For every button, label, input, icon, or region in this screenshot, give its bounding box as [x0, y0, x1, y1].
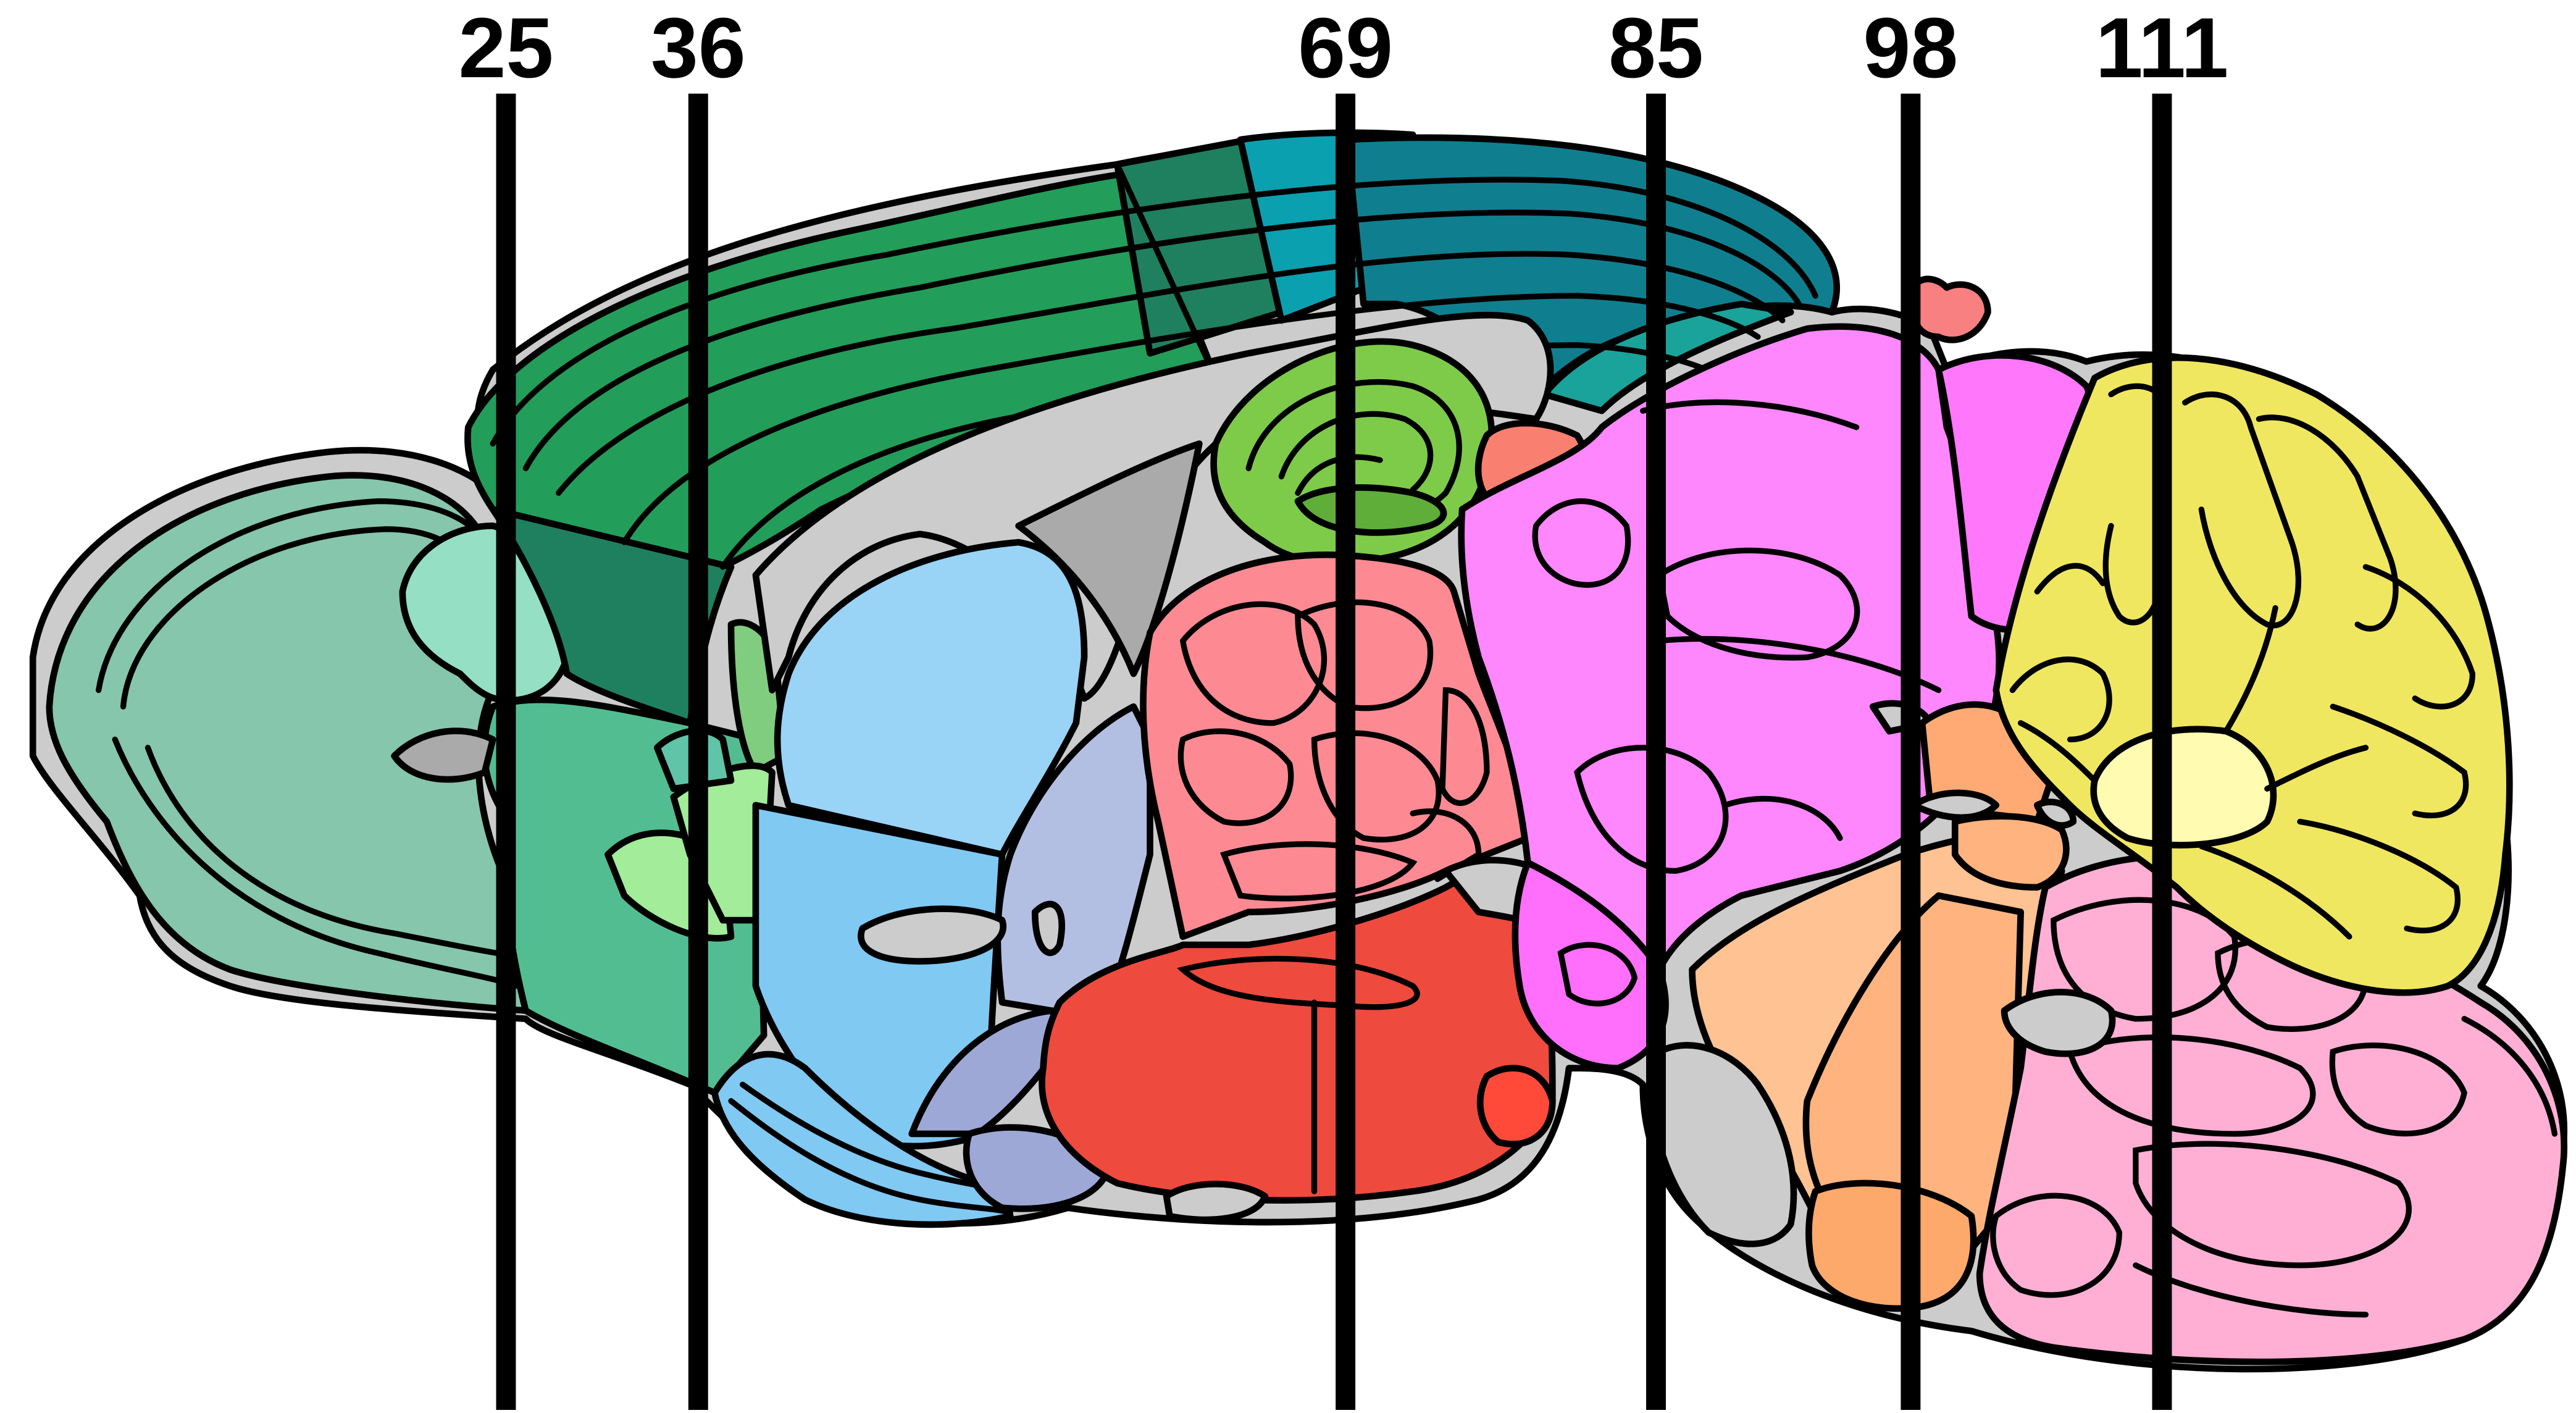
anterior-commissure	[858, 905, 1006, 965]
midbrain-nucleus-5	[1722, 795, 1843, 841]
pineal-body	[1909, 275, 1991, 343]
cerebellum-folium-7	[2198, 843, 2352, 940]
thalamus-nucleus-2	[1295, 599, 1434, 711]
thalamus-nucleus-4	[1311, 730, 1442, 843]
medulla-nucleus-6	[2133, 1141, 2412, 1268]
medulla-nucleus-4	[2329, 1042, 2467, 1137]
cerebellum-folium-6	[2297, 818, 2461, 934]
medulla-nucleus-8	[2461, 1016, 2558, 1137]
cortex-layer-2	[522, 209, 1802, 471]
section-cut-lines	[496, 93, 2172, 1410]
hypothalamus-nucleus-1	[1177, 955, 1420, 1010]
pallidum-ventral	[908, 1007, 1071, 1138]
midbrain-nucleus-2	[1656, 547, 1860, 661]
section-label-85: 85	[1608, 1, 1704, 96]
cerebellum-folium-8	[2009, 656, 2112, 743]
ventricle-small-anterior	[391, 727, 496, 783]
striatum-ventral-lower	[711, 1050, 1014, 1228]
cerebellum-folium-4	[2362, 564, 2476, 710]
mammillary-body	[1477, 1065, 1556, 1147]
section-label-25: 25	[459, 1, 554, 96]
section-label-36: 36	[651, 1, 746, 96]
thalamus-nucleus-7	[1410, 808, 1482, 883]
hippocampus-fold-3	[1295, 454, 1383, 496]
section-label-98: 98	[1863, 1, 1958, 96]
midbrain-nucleus-7	[1557, 942, 1638, 1007]
optic-chiasm	[1163, 1180, 1269, 1223]
midbrain-nucleus-4	[1574, 745, 1729, 874]
hippocampus-fold-2	[1278, 411, 1434, 493]
thalamus-nucleus-5	[1439, 687, 1490, 806]
cerebellum-folium-2	[2182, 392, 2302, 629]
midbrain-nucleus-1	[1532, 498, 1631, 588]
pons-tegmentum	[1951, 813, 2070, 891]
cerebellum-folium-9	[2034, 563, 2106, 595]
pons-fiber-1	[1910, 789, 2000, 821]
lateral-ventricle	[1015, 440, 1203, 677]
olfactory-layer-4	[144, 745, 521, 960]
medulla-nucleus-5	[1990, 1193, 2122, 1298]
ventral-fiber-tract	[1647, 1042, 1797, 1247]
olfactory-layer-3	[112, 736, 521, 989]
cortex-boundary-b	[1237, 136, 1285, 324]
medulla-nucleus-3	[2066, 1034, 2316, 1137]
thalamus-nucleus-6	[1219, 841, 1418, 902]
cerebellum-folium-10	[2018, 720, 2098, 784]
cerebellum-arbor-1	[2264, 745, 2369, 792]
midbrain-nucleus-6	[1640, 399, 1860, 430]
striatum-layer-1	[728, 1098, 1013, 1216]
pallidum-fiber	[1031, 900, 1065, 957]
section-label-69: 69	[1298, 1, 1393, 96]
pontine-gray	[1805, 1180, 1977, 1312]
cerebellum-arbor-2	[2223, 605, 2278, 734]
medulla-fiber-tract	[2001, 989, 2116, 1057]
cerebellum-folium-5	[2330, 703, 2469, 819]
cerebellar-white-matter	[2090, 726, 2277, 849]
cortex-boundary-a	[1114, 161, 1219, 381]
midbrain-magenta-deep	[1512, 859, 1669, 1071]
section-label-111: 111	[2096, 1, 2229, 96]
cerebellum-folium-3	[2256, 414, 2399, 632]
olfactory-layer-1	[95, 498, 496, 694]
cortex-layer-1	[490, 177, 1818, 447]
thalamus-nucleus-3	[1177, 728, 1294, 826]
caudoputamen	[774, 539, 1088, 858]
cerebellum-folium-1	[2102, 383, 2172, 626]
pons-fiber-2	[2033, 799, 2077, 829]
